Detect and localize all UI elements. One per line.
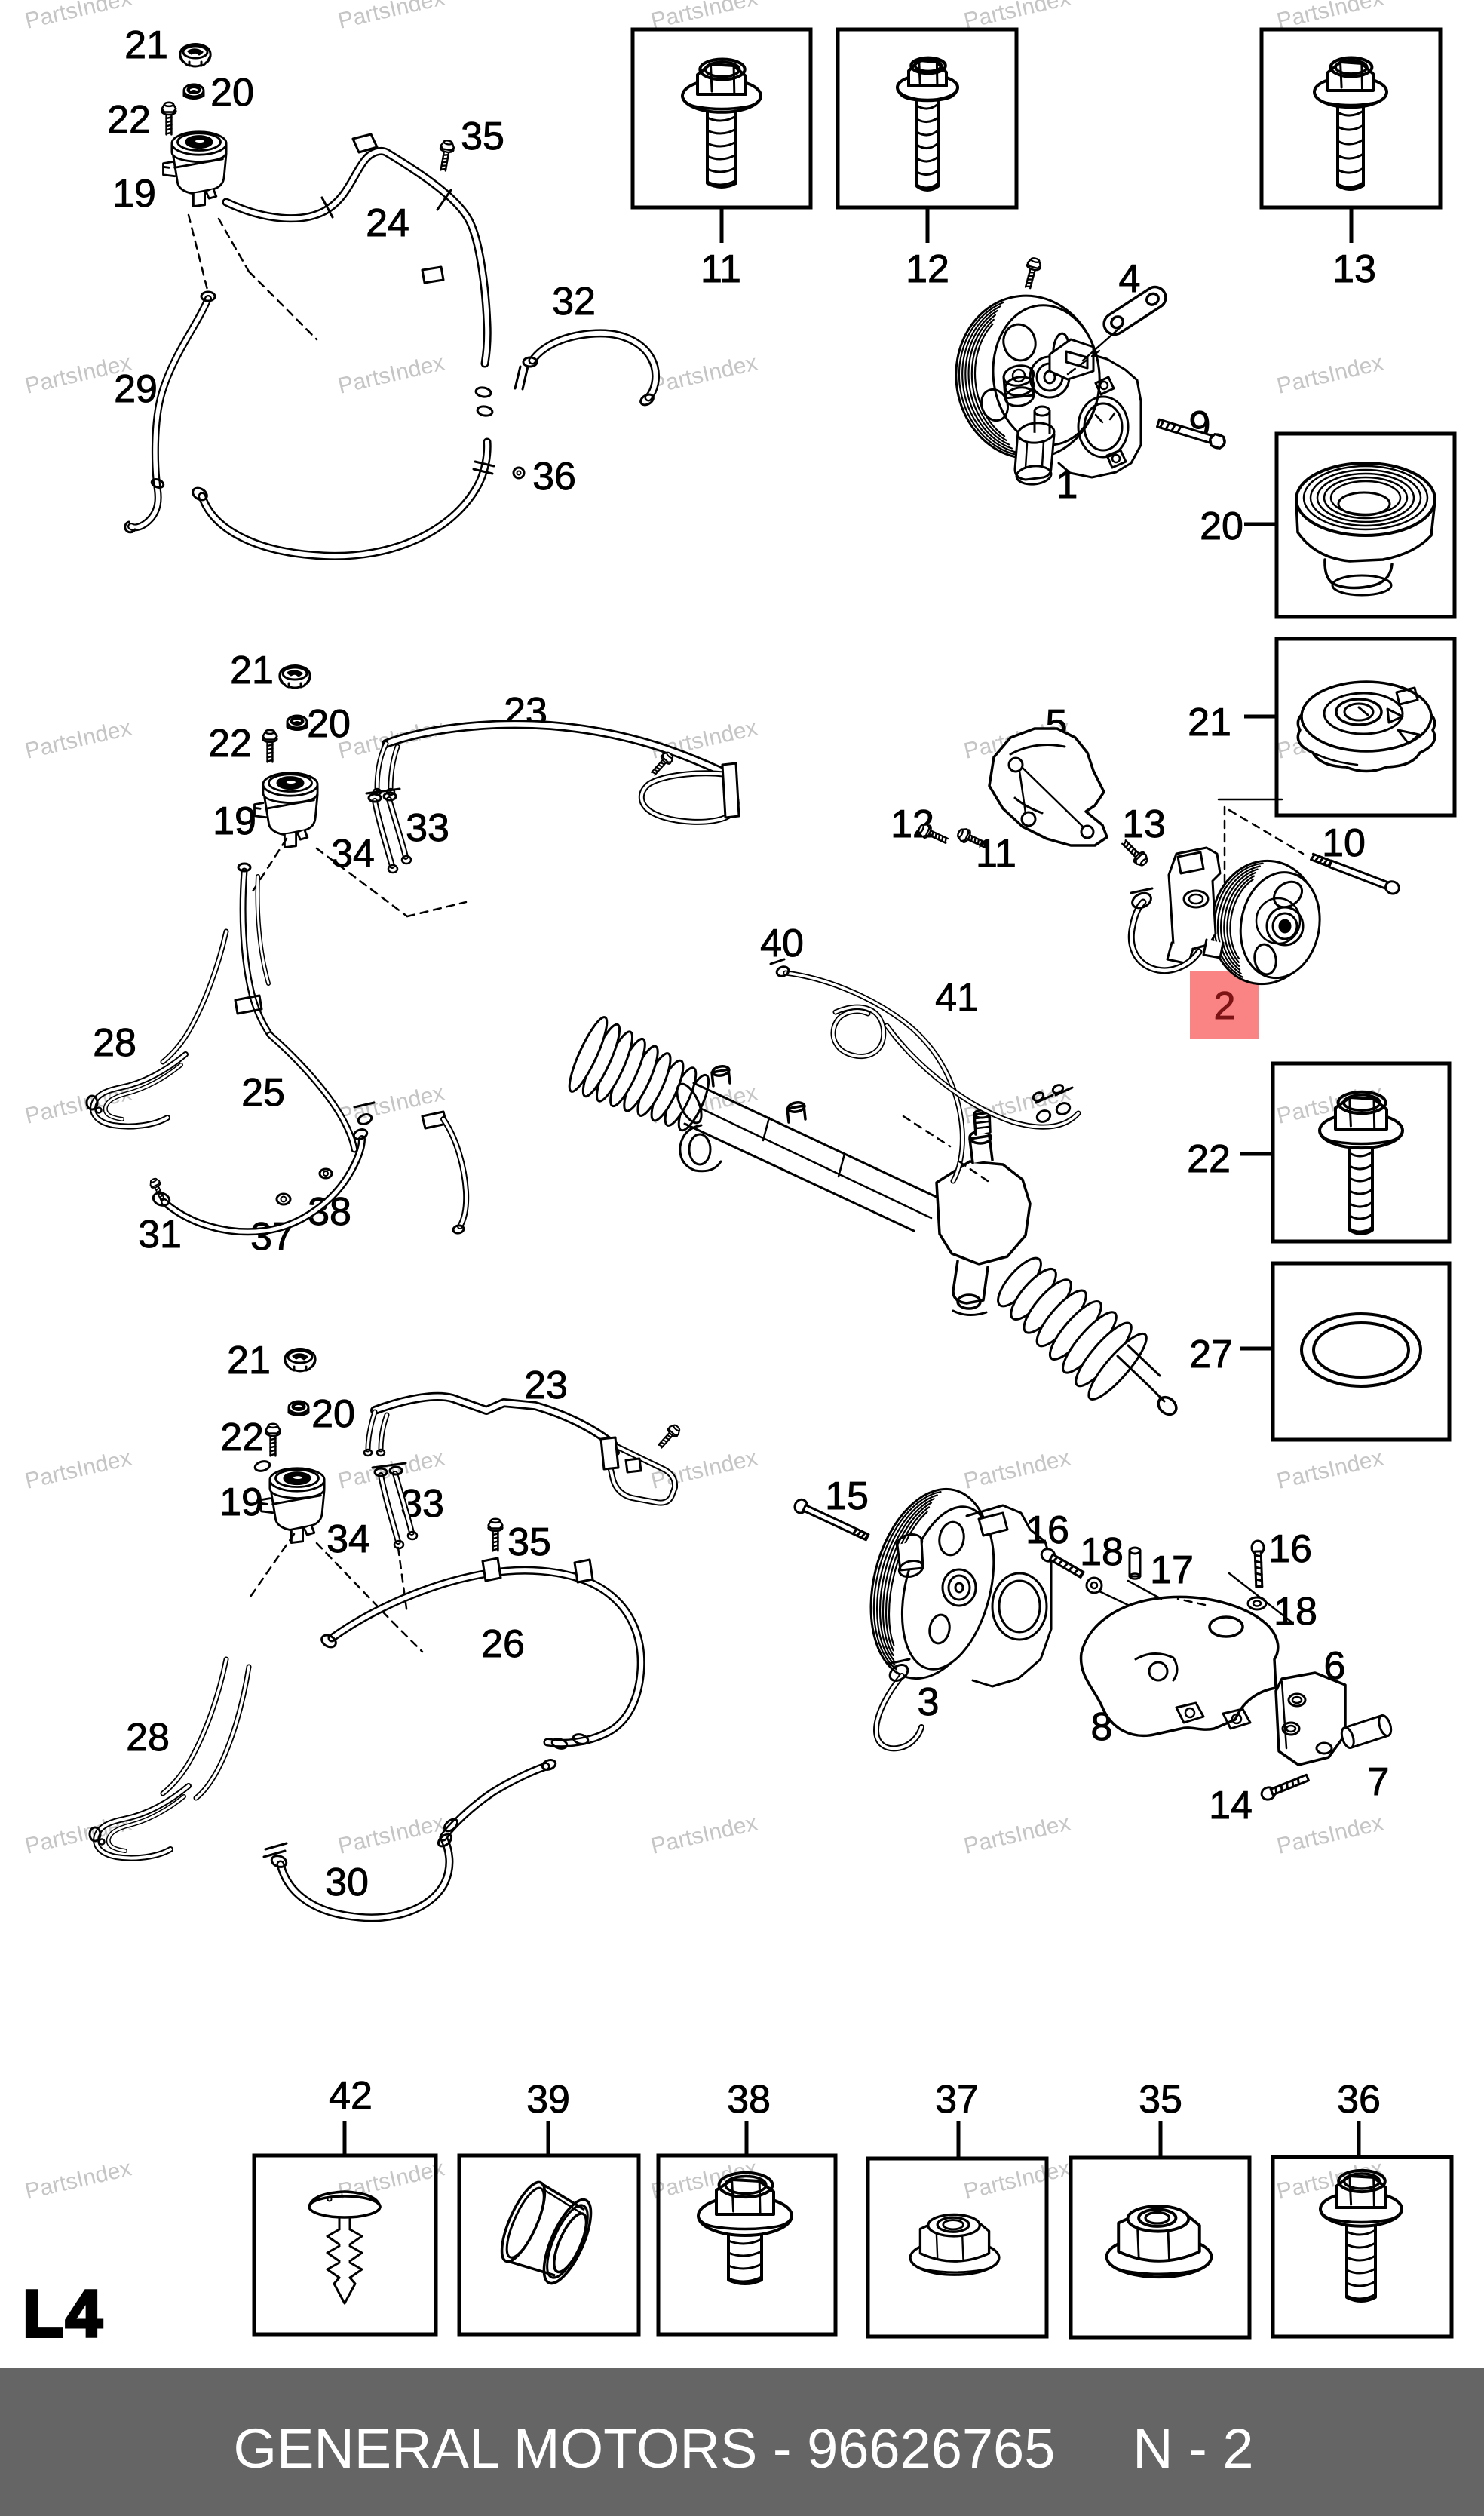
svg-text:31: 31: [138, 1213, 182, 1256]
svg-text:11: 11: [701, 247, 741, 291]
svg-text:35: 35: [1139, 2078, 1182, 2122]
svg-text:38: 38: [727, 2078, 771, 2122]
svg-text:28: 28: [126, 1716, 170, 1760]
svg-text:GENERAL MOTORS - 96626765: GENERAL MOTORS - 96626765 N - 2: [233, 2417, 1253, 2480]
svg-text:41: 41: [935, 976, 979, 1020]
svg-text:13: 13: [1332, 247, 1376, 291]
svg-text:35: 35: [507, 1520, 551, 1564]
svg-text:27: 27: [1189, 1333, 1233, 1376]
svg-text:23: 23: [524, 1364, 568, 1407]
svg-text:33: 33: [406, 806, 449, 850]
svg-text:16: 16: [1026, 1508, 1069, 1552]
svg-text:22: 22: [107, 98, 151, 142]
svg-text:37: 37: [935, 2078, 979, 2122]
svg-text:42: 42: [329, 2074, 373, 2118]
svg-text:3: 3: [918, 1680, 940, 1724]
svg-text:34: 34: [327, 1517, 370, 1561]
svg-text:2: 2: [1214, 984, 1236, 1028]
svg-text:36: 36: [532, 455, 576, 499]
svg-text:13: 13: [1122, 802, 1166, 846]
svg-text:28: 28: [93, 1021, 136, 1065]
svg-text:32: 32: [552, 280, 596, 324]
svg-text:21: 21: [230, 649, 274, 692]
svg-text:18: 18: [1080, 1530, 1124, 1574]
svg-text:14: 14: [1209, 1784, 1253, 1827]
svg-text:18: 18: [1274, 1590, 1317, 1634]
svg-text:20: 20: [210, 71, 254, 115]
svg-text:22: 22: [208, 722, 252, 766]
svg-text:21: 21: [227, 1339, 271, 1382]
svg-text:40: 40: [760, 922, 804, 965]
svg-text:29: 29: [114, 367, 158, 411]
svg-text:20: 20: [1200, 505, 1243, 548]
svg-text:34: 34: [331, 832, 375, 876]
svg-text:15: 15: [825, 1474, 869, 1518]
svg-text:25: 25: [241, 1071, 285, 1115]
svg-text:22: 22: [1187, 1137, 1231, 1181]
svg-text:10: 10: [1322, 821, 1366, 865]
svg-text:19: 19: [213, 799, 256, 843]
svg-text:19: 19: [219, 1480, 263, 1524]
svg-text:26: 26: [481, 1622, 525, 1666]
svg-text:39: 39: [526, 2078, 570, 2122]
svg-text:L4: L4: [23, 2276, 105, 2351]
svg-text:24: 24: [366, 201, 409, 245]
svg-text:4: 4: [1119, 257, 1141, 301]
svg-text:22: 22: [220, 1416, 264, 1459]
svg-text:30: 30: [325, 1861, 369, 1904]
svg-text:21: 21: [1188, 701, 1231, 744]
svg-text:35: 35: [461, 115, 504, 158]
svg-text:21: 21: [124, 23, 168, 67]
svg-text:16: 16: [1268, 1527, 1312, 1571]
svg-text:12: 12: [906, 247, 949, 291]
svg-text:17: 17: [1150, 1548, 1194, 1592]
svg-text:19: 19: [112, 172, 156, 216]
svg-text:20: 20: [307, 702, 351, 746]
svg-text:36: 36: [1337, 2078, 1381, 2122]
svg-text:7: 7: [1368, 1760, 1390, 1804]
svg-text:1: 1: [1056, 463, 1078, 507]
svg-text:20: 20: [311, 1392, 355, 1436]
svg-text:11: 11: [976, 832, 1016, 876]
